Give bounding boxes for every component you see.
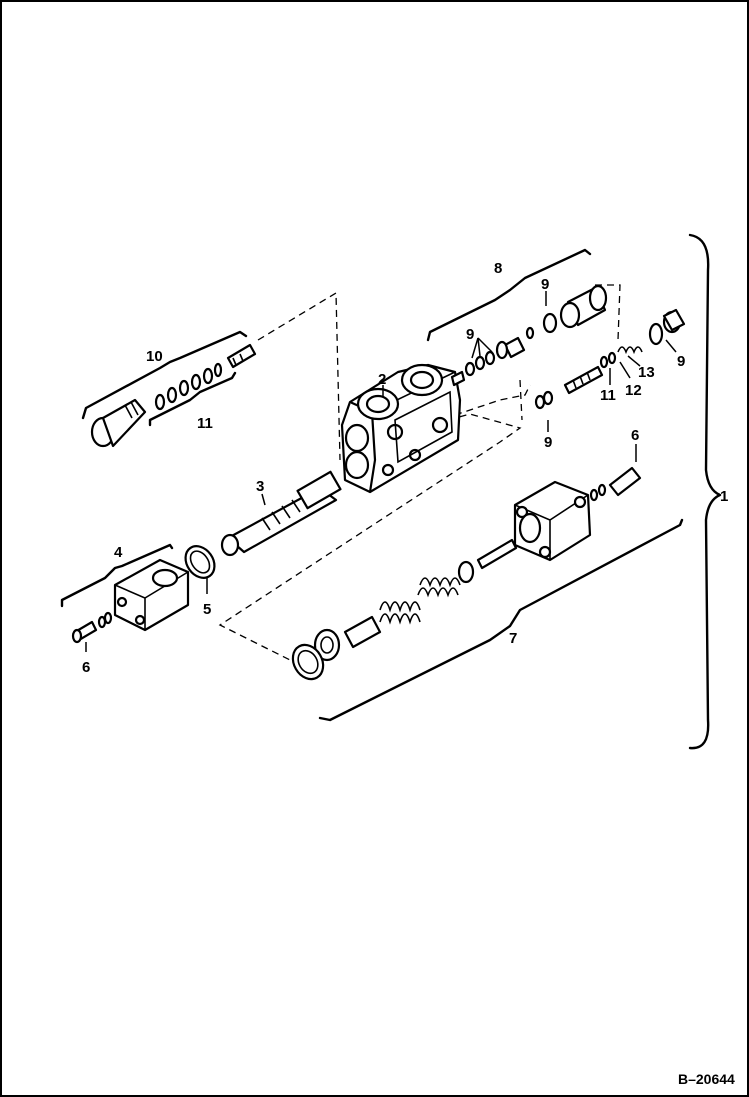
callout-8: 8 bbox=[494, 260, 502, 277]
brace-11 bbox=[148, 371, 237, 427]
relief-valve-10 bbox=[90, 343, 257, 448]
plug-assembly-right bbox=[534, 308, 686, 410]
spring-cap-right bbox=[513, 480, 592, 562]
spool bbox=[220, 470, 342, 557]
callout-1: 1 bbox=[720, 488, 728, 505]
callout-10: 10 bbox=[146, 348, 163, 365]
callout-11-left: 11 bbox=[197, 415, 213, 432]
brace-10 bbox=[81, 330, 248, 420]
callout-6-left: 6 bbox=[82, 659, 90, 676]
spring-stem bbox=[457, 538, 518, 584]
callout-9-bottom: 9 bbox=[544, 434, 552, 451]
callout-3: 3 bbox=[256, 478, 264, 495]
callout-11-right: 11 bbox=[600, 387, 616, 404]
springs bbox=[379, 577, 461, 625]
spool-cap bbox=[113, 558, 190, 632]
callout-4: 4 bbox=[114, 544, 123, 561]
callout-12: 12 bbox=[625, 382, 642, 399]
brace-4 bbox=[60, 543, 174, 608]
valve-section-body bbox=[340, 363, 462, 494]
o-ring-seal-5 bbox=[184, 545, 216, 579]
assembly-dashed-lines bbox=[218, 284, 621, 661]
port-relief-8 bbox=[450, 284, 608, 387]
callout-9-right: 9 bbox=[677, 353, 685, 370]
callout-9-left: 9 bbox=[466, 326, 474, 343]
figure-id: B–20644 bbox=[678, 1071, 735, 1087]
leader-lines bbox=[85, 291, 677, 652]
callout-9-top: 9 bbox=[541, 276, 549, 293]
spring-guide bbox=[291, 615, 382, 681]
cap-screw-right bbox=[589, 466, 642, 502]
callout-13: 13 bbox=[638, 364, 655, 381]
cap-screw-left bbox=[71, 611, 113, 644]
brace-7 bbox=[318, 518, 684, 722]
callout-2: 2 bbox=[378, 371, 386, 388]
callout-7: 7 bbox=[509, 630, 517, 647]
brace-8 bbox=[426, 248, 592, 342]
brace-1 bbox=[688, 233, 722, 750]
callout-5: 5 bbox=[203, 601, 211, 618]
callout-6-right: 6 bbox=[631, 427, 639, 444]
